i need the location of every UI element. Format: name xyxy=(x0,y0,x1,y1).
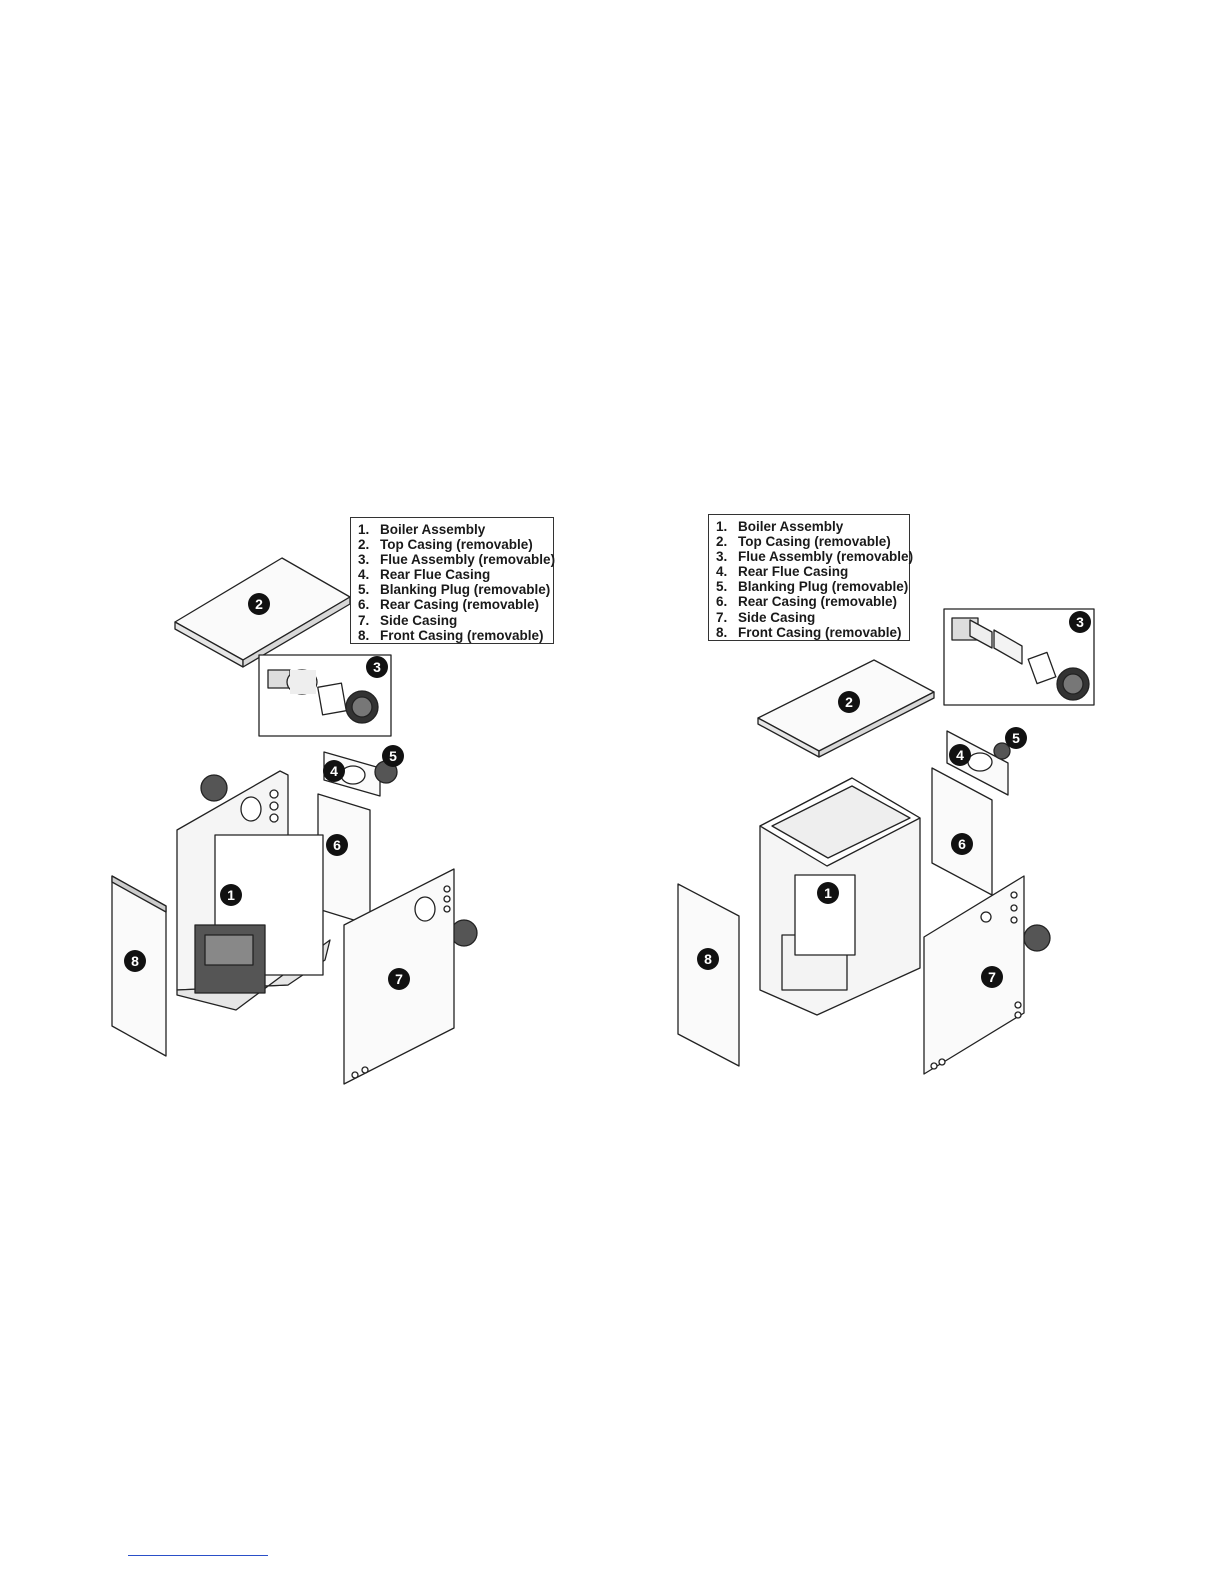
boiler-illustration-left xyxy=(111,557,478,1085)
footer-rule xyxy=(128,1555,268,1556)
boiler-illustration-right xyxy=(677,608,1095,1075)
legend-item: 6.Rear Casing (removable) xyxy=(716,594,898,610)
legend-item: 3.Flue Assembly (removable) xyxy=(358,552,556,568)
callout-1: 1 xyxy=(220,884,242,906)
callout-4: 4 xyxy=(949,744,971,766)
callout-6: 6 xyxy=(951,833,973,855)
legend-item: 5.Blanking Plug (removable) xyxy=(716,579,909,595)
callout-7: 7 xyxy=(981,966,1003,988)
front-casing-shape xyxy=(677,883,740,1067)
side-casing-shape xyxy=(923,875,1025,1075)
legend-item: 3.Flue Assembly (removable) xyxy=(716,549,914,565)
exploded-diagram-left: 1.Boiler Assembly 2.Top Casing (removabl… xyxy=(111,517,556,1085)
callout-6: 6 xyxy=(326,834,348,856)
callout-4: 4 xyxy=(323,760,345,782)
callout-3: 3 xyxy=(1069,611,1091,633)
legend-item: 1.Boiler Assembly xyxy=(716,519,844,534)
parts-legend: 1.Boiler Assembly 2.Top Casing (removabl… xyxy=(350,517,556,644)
legend-item: 6.Rear Casing (removable) xyxy=(358,597,540,613)
exploded-diagram-right: 1.Boiler Assembly 2.Top Casing (removabl… xyxy=(612,0,1224,1584)
callout-7: 7 xyxy=(388,968,410,990)
callout-8: 8 xyxy=(697,948,719,970)
callout-5: 5 xyxy=(382,745,404,767)
legend-item: 8.Front Casing (removable) xyxy=(358,627,544,643)
callout-5: 5 xyxy=(1005,727,1027,749)
rear-casing-shape xyxy=(931,767,993,896)
callout-8: 8 xyxy=(124,950,146,972)
legend-item: 8.Front Casing (removable) xyxy=(716,624,902,640)
legend-item: 4.Rear Flue Casing xyxy=(358,567,491,583)
callout-2: 2 xyxy=(248,593,270,615)
legend-item: 4.Rear Flue Casing xyxy=(716,564,849,580)
legend-item: 2.Top Casing (removable) xyxy=(358,537,533,553)
callout-1: 1 xyxy=(817,882,839,904)
legend-item: 7.Side Casing xyxy=(358,612,458,628)
legend-item: 1.Boiler Assembly xyxy=(358,522,486,537)
legend-item: 2.Top Casing (removable) xyxy=(716,534,891,550)
legend-item: 7.Side Casing xyxy=(716,609,816,625)
parts-legend: 1.Boiler Assembly 2.Top Casing (removabl… xyxy=(708,514,914,641)
rear-casing-shape xyxy=(317,793,371,926)
callout-3: 3 xyxy=(366,656,388,678)
callout-2: 2 xyxy=(838,691,860,713)
legend-item: 5.Blanking Plug (removable) xyxy=(358,582,551,598)
